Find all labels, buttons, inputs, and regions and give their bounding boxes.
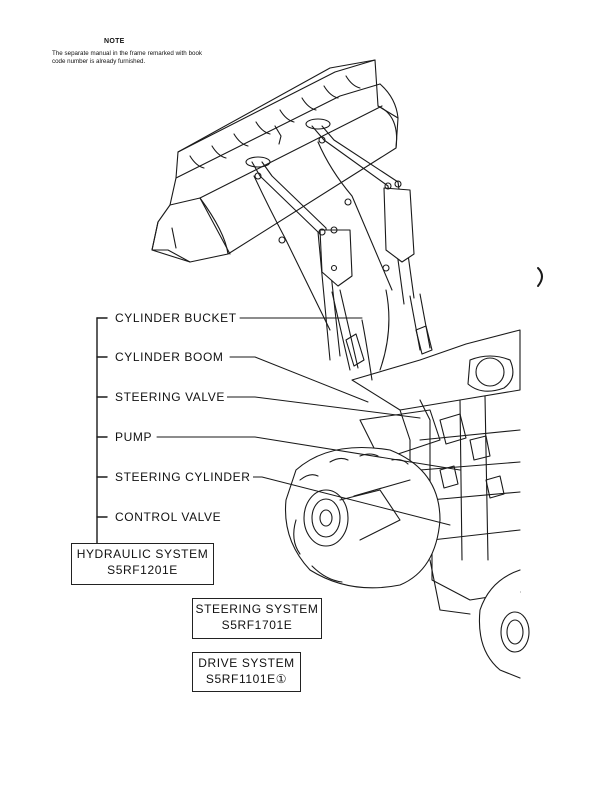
- system-code: S5RF1701E: [221, 618, 293, 632]
- callout-pump: PUMP: [113, 430, 155, 444]
- system-name: HYDRAULIC SYSTEM: [76, 547, 209, 561]
- leader-lines: [156, 317, 461, 526]
- steering-system-box[interactable]: STEERING SYSTEM S5RF1701E: [192, 598, 322, 639]
- callout-cylinder-boom: CYLINDER BOOM: [113, 350, 226, 364]
- note-text: The separate manual in the frame remarke…: [52, 50, 202, 66]
- system-name: DRIVE SYSTEM: [198, 656, 295, 670]
- callout-control-valve: CONTROL VALVE: [113, 510, 224, 524]
- system-code: S5RF1201E: [107, 563, 178, 577]
- boom-linkage-drawing: [251, 125, 433, 371]
- note-title: NOTE: [104, 38, 125, 45]
- bucket-drawing: [151, 59, 399, 263]
- callout-cylinder-bucket: CYLINDER BUCKET: [113, 311, 239, 325]
- system-name: STEERING SYSTEM: [195, 602, 319, 616]
- hydraulic-system-box[interactable]: HYDRAULIC SYSTEM S5RF1201E: [71, 543, 214, 585]
- callout-steering-valve: STEERING VALVE: [113, 390, 227, 404]
- front-wheel-drawing: [284, 446, 441, 589]
- system-code: S5RF1101E①: [205, 672, 288, 686]
- callout-steering-cylinder: STEERING CYLINDER: [113, 470, 253, 484]
- rear-wheel-drawing: [478, 569, 530, 679]
- callout-bracket: [96, 317, 108, 546]
- scan-mark: [537, 267, 543, 287]
- frame-drawing: [351, 289, 521, 615]
- drive-system-box[interactable]: DRIVE SYSTEM S5RF1101E①: [192, 652, 301, 692]
